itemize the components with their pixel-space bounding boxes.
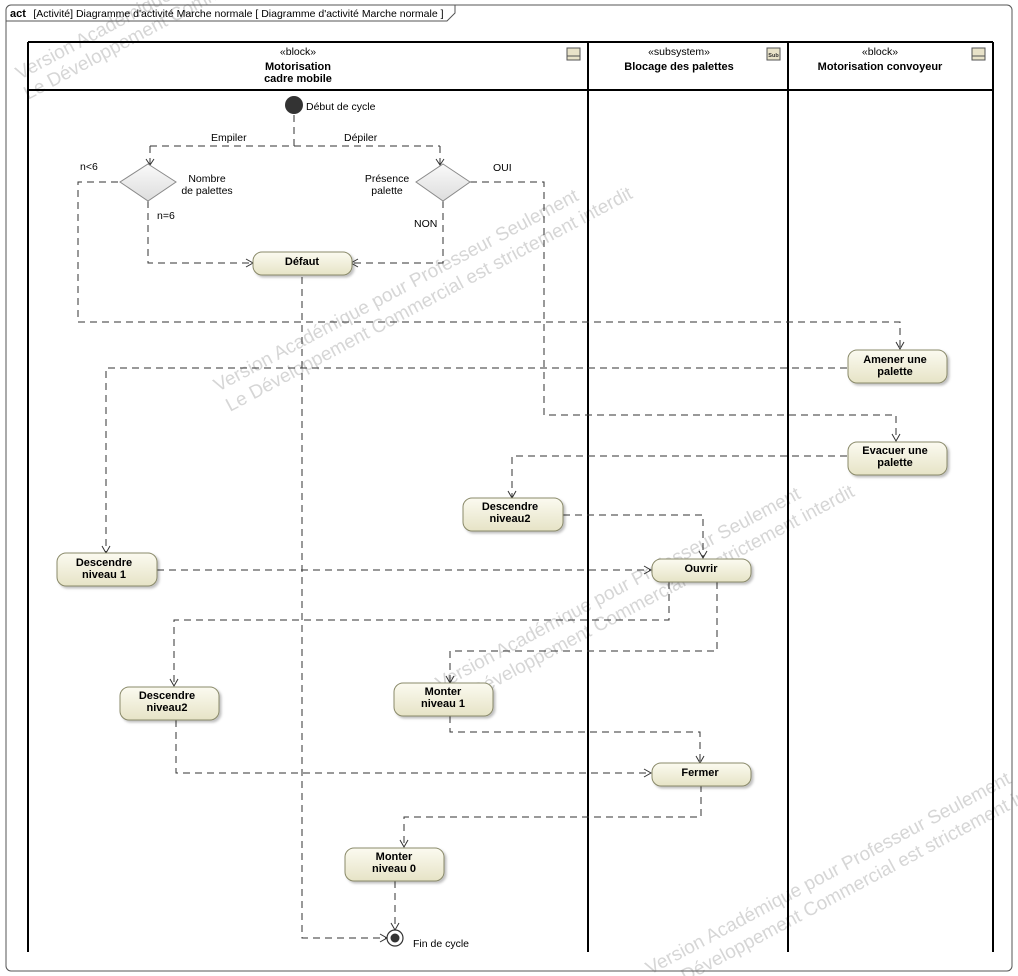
action-label-line1: Amener une bbox=[863, 354, 927, 366]
decision-label-line2: palette bbox=[371, 185, 403, 197]
block-icon bbox=[971, 47, 986, 61]
action-label-line1: Evacuer une bbox=[862, 445, 927, 457]
decision-label-line1: Nombre bbox=[188, 173, 226, 185]
action-descendre-niveau2-mid[interactable]: Descendre niveau2 bbox=[462, 497, 564, 532]
action-descendre-niveau1[interactable]: Descendre niveau 1 bbox=[56, 552, 158, 587]
action-label-line1: Descendre bbox=[482, 501, 538, 513]
frame-title: act [Activité] Diagramme d'activité Marc… bbox=[10, 4, 444, 21]
swimlanes bbox=[27, 41, 994, 952]
action-label-line1: Monter bbox=[425, 686, 462, 698]
frame-title-text: [Activité] Diagramme d'activité Marche n… bbox=[33, 8, 443, 20]
lane-header-blocage-palettes[interactable]: «subsystem» Blocage des palettes Sub bbox=[624, 46, 781, 73]
guard-empiler: Empiler bbox=[211, 132, 247, 144]
flow-descendre-n2-to-ouvrir bbox=[563, 514, 704, 557]
action-monter-niveau1[interactable]: Monter niveau 1 bbox=[393, 682, 494, 717]
action-label-line2: palette bbox=[877, 457, 912, 469]
lane-stereotype: «block» bbox=[862, 46, 898, 58]
guard-oui: OUI bbox=[493, 162, 512, 174]
action-label: Défaut bbox=[285, 256, 320, 268]
flow-ouvrir-to-monter-n1 bbox=[449, 582, 718, 682]
action-amener-palette[interactable]: Amener une palette bbox=[847, 349, 948, 384]
guard-depiler: Dépiler bbox=[344, 132, 378, 144]
action-label-line2: niveau2 bbox=[490, 513, 531, 525]
lane-stereotype: «block» bbox=[280, 46, 316, 58]
action-monter-niveau0[interactable]: Monter niveau 0 bbox=[344, 847, 445, 882]
frame-kind: act bbox=[10, 8, 26, 20]
action-label-line2: niveau 0 bbox=[372, 863, 416, 875]
guard-labels: Empiler Dépiler n<6 n=6 OUI NON bbox=[80, 132, 512, 230]
guard-n-lt-6: n<6 bbox=[80, 161, 98, 173]
diagram-frame bbox=[5, 4, 1013, 972]
lane-stereotype: «subsystem» bbox=[648, 46, 710, 58]
lane-name-line1: Motorisation convoyeur bbox=[818, 61, 943, 73]
lane-name-line1: Motorisation bbox=[265, 61, 331, 73]
action-label-line2: palette bbox=[877, 366, 912, 378]
final-node[interactable] bbox=[386, 929, 404, 947]
guard-n-eq-6: n=6 bbox=[157, 210, 175, 222]
flow-oui bbox=[470, 181, 897, 440]
decision-label-line1: Présence bbox=[365, 173, 410, 185]
action-label-line1: Monter bbox=[376, 851, 413, 863]
flow-non bbox=[352, 201, 444, 264]
flow-defaut-to-final bbox=[301, 277, 386, 939]
guard-non: NON bbox=[414, 218, 437, 230]
flow-evacuer-to-descendre-n2 bbox=[511, 455, 847, 497]
flow-fermer-to-monter-n0 bbox=[403, 785, 702, 846]
action-label-line1: Descendre bbox=[76, 557, 132, 569]
final-node-label: Fin de cycle bbox=[413, 938, 469, 950]
action-label-line2: niveau 1 bbox=[82, 569, 126, 581]
flow-descendre-n2-to-fermer bbox=[175, 720, 650, 774]
subsystem-icon: Sub bbox=[766, 47, 781, 61]
lane-header-motorisation-cadre[interactable]: «block» Motorisation cadre mobile bbox=[264, 46, 581, 85]
flow-n-eq-6 bbox=[147, 201, 252, 264]
action-ouvrir[interactable]: Ouvrir bbox=[651, 558, 752, 583]
flow-n-lt-6 bbox=[77, 181, 901, 348]
action-label-line2: niveau2 bbox=[147, 702, 188, 714]
flow-initial-split bbox=[149, 115, 441, 164]
action-label: Fermer bbox=[681, 767, 719, 779]
flow-ouvrir-to-descendre-n2-left bbox=[173, 582, 670, 685]
watermark-center-1: Version Académique pour Professeur Seule… bbox=[210, 185, 582, 396]
lane-name-line2: cadre mobile bbox=[264, 73, 332, 85]
action-defaut[interactable]: Défaut bbox=[252, 251, 353, 276]
action-label: Ouvrir bbox=[684, 563, 718, 575]
initial-node-label: Début de cycle bbox=[306, 101, 376, 113]
action-descendre-niveau2-left[interactable]: Descendre niveau2 bbox=[119, 686, 220, 721]
flow-monter-n1-to-fermer bbox=[449, 716, 701, 762]
subsystem-icon-label: Sub bbox=[768, 53, 779, 59]
action-label-line2: niveau 1 bbox=[421, 698, 465, 710]
lane-name-line1: Blocage des palettes bbox=[624, 61, 733, 73]
decision-node-presence-palette[interactable] bbox=[415, 163, 471, 202]
action-fermer[interactable]: Fermer bbox=[651, 762, 752, 787]
action-evacuer-palette[interactable]: Evacuer une palette bbox=[847, 441, 948, 476]
decision-label-line2: de palettes bbox=[181, 185, 232, 197]
action-label-line1: Descendre bbox=[139, 690, 195, 702]
frame-title-tab bbox=[6, 5, 456, 22]
initial-node[interactable] bbox=[285, 96, 303, 114]
block-icon bbox=[566, 47, 581, 61]
lane-header-motorisation-convoyeur[interactable]: «block» Motorisation convoyeur bbox=[818, 46, 986, 73]
watermark-bottom-1: Version Académique pour Professeur Seule… bbox=[642, 768, 1014, 976]
flow-amener-to-descendre-n1 bbox=[105, 367, 847, 552]
decision-node-nombre-palettes[interactable] bbox=[119, 163, 177, 202]
